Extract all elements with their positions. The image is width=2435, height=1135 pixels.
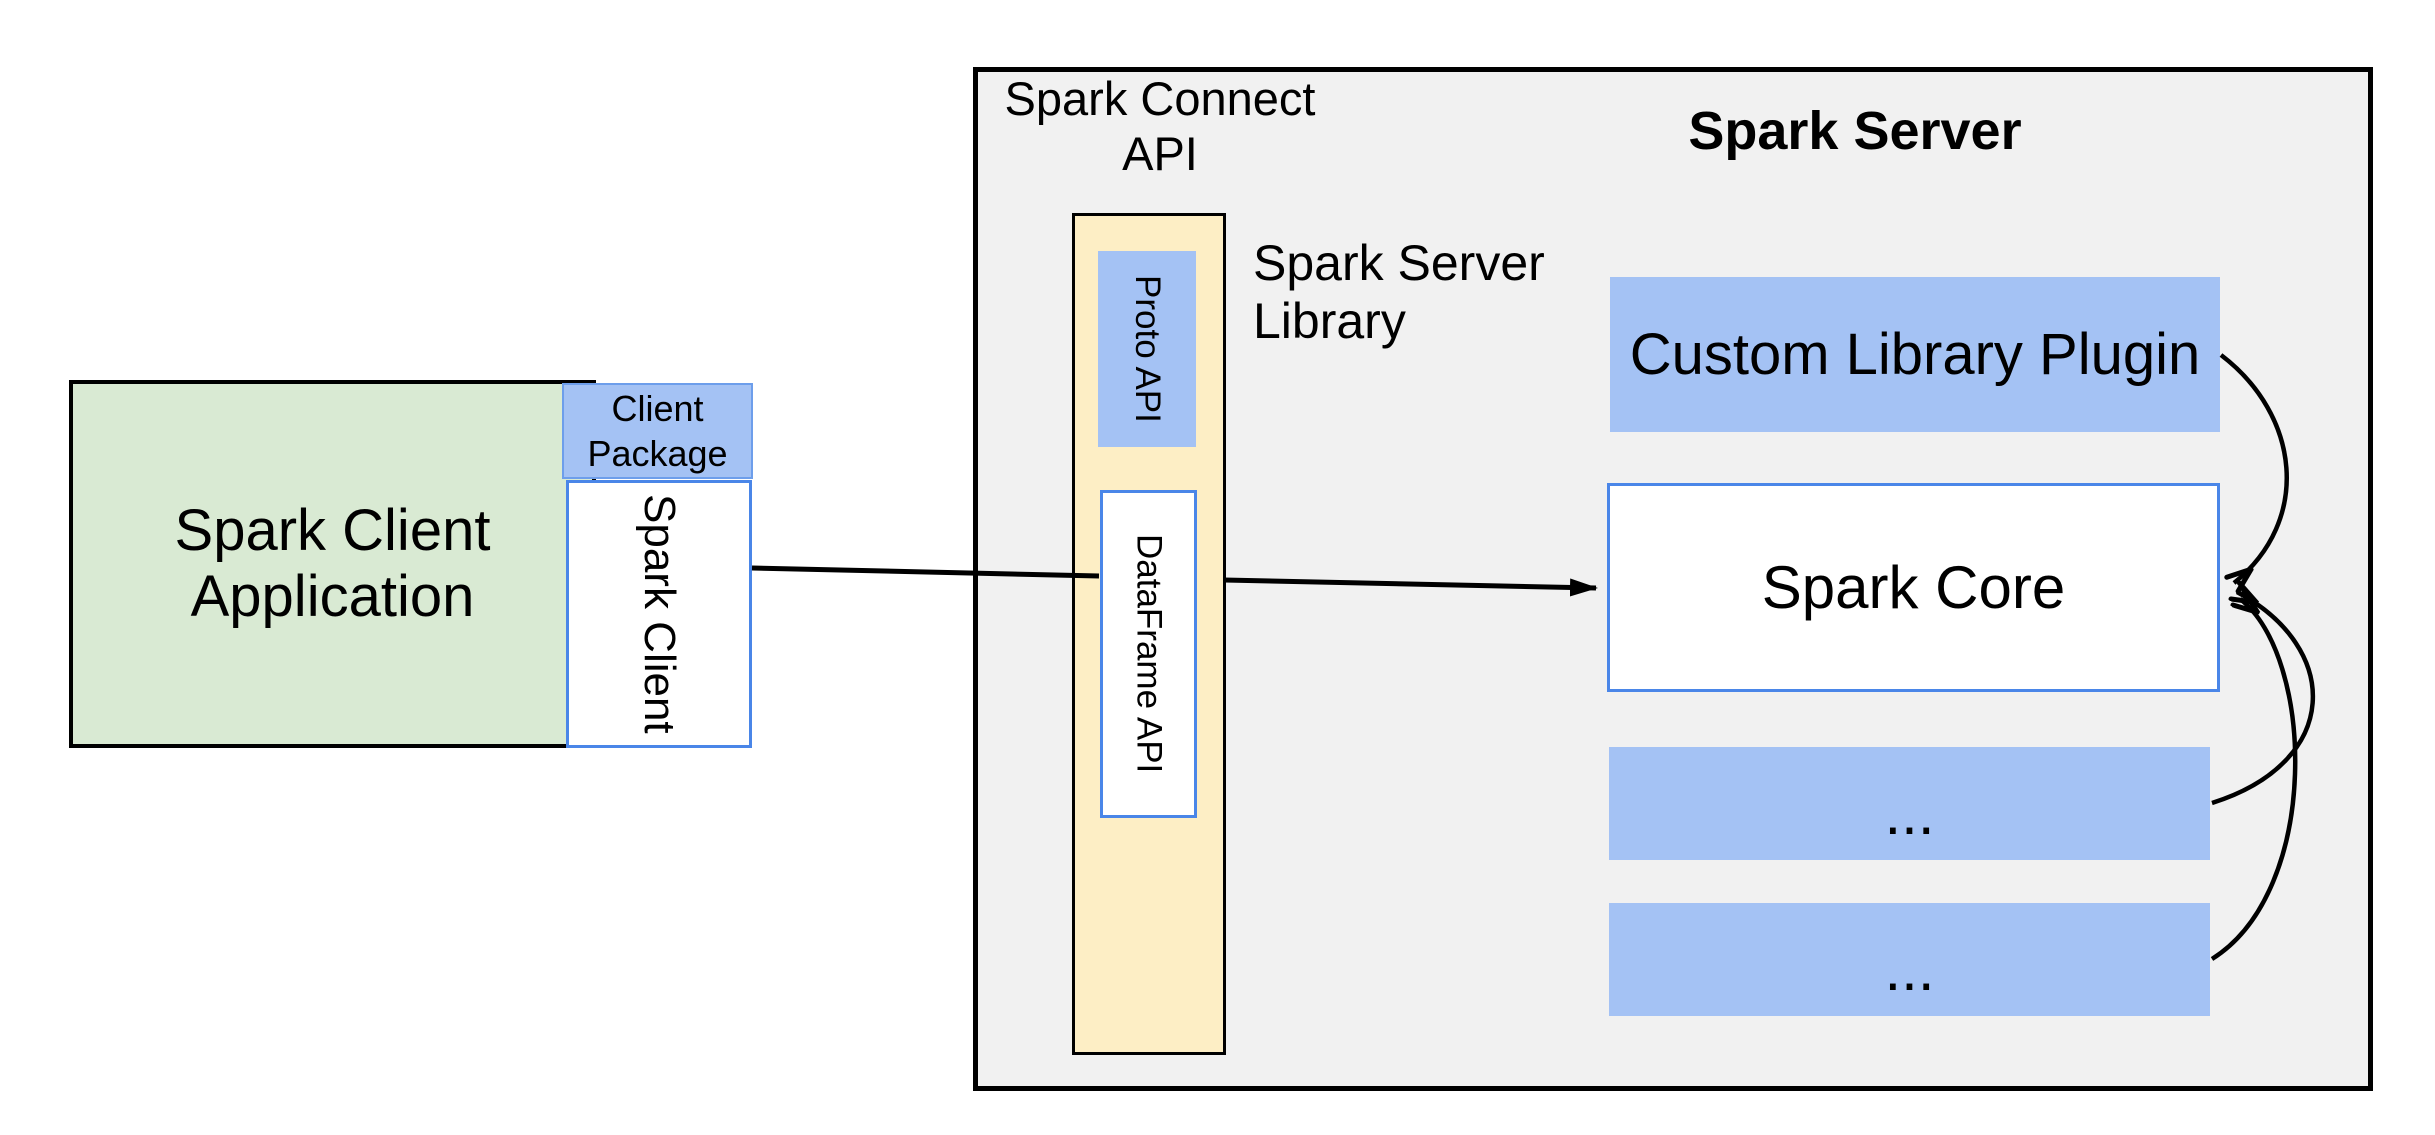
placeholder-1-label: ... bbox=[1884, 780, 1935, 847]
spark-client-box: Spark Client bbox=[566, 480, 752, 748]
placeholder-2-label: ... bbox=[1884, 936, 1935, 1003]
spark-client-label: Spark Client bbox=[635, 494, 684, 734]
dataframe-api-label: DataFrame API bbox=[1129, 534, 1169, 774]
spark-connect-api-label: Spark Connect API bbox=[1004, 72, 1316, 180]
custom-library-plugin-box: Custom Library Plugin bbox=[1610, 277, 2220, 432]
proto-api-box: Proto API bbox=[1098, 251, 1196, 447]
spark-server-title: Spark Server bbox=[1688, 101, 2022, 161]
placeholder-box-1: ... bbox=[1609, 747, 2210, 860]
spark-core-box: Spark Core bbox=[1607, 483, 2220, 692]
spark-server-library-label: Spark Server Library bbox=[1253, 235, 1545, 349]
placeholder-box-2: ... bbox=[1609, 903, 2210, 1016]
proto-api-label: Proto API bbox=[1128, 275, 1167, 423]
spark-client-application-box: Spark Client Application bbox=[69, 380, 596, 748]
dataframe-api-box: DataFrame API bbox=[1100, 490, 1197, 818]
client-package-box: Client Package bbox=[562, 383, 753, 479]
